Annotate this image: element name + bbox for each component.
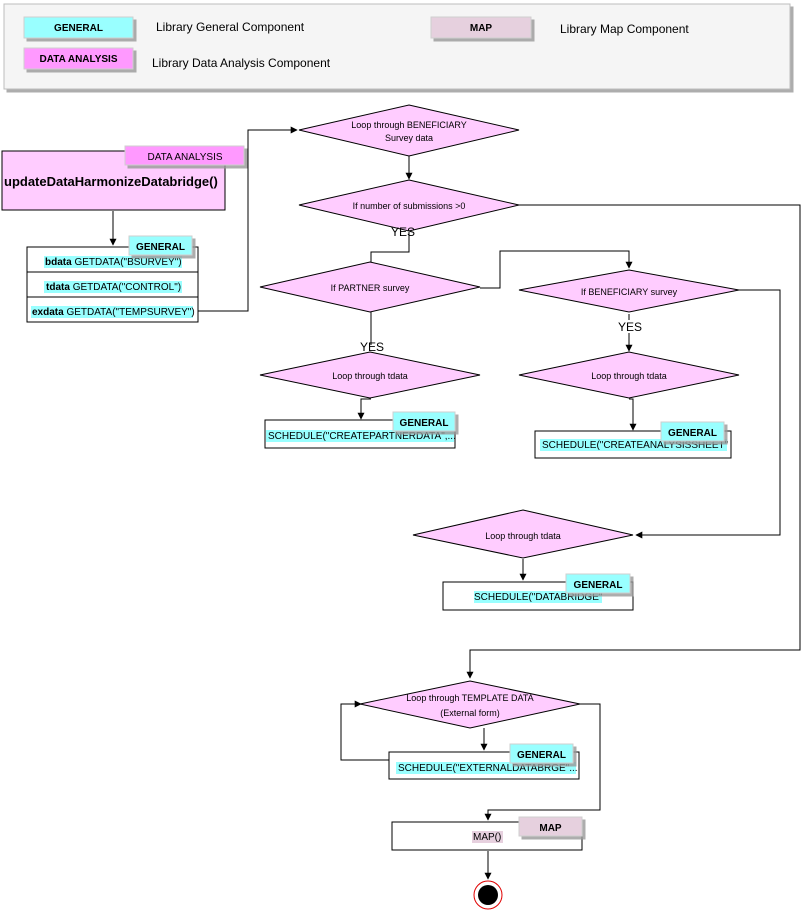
schedule-databridge-general-tag bbox=[565, 573, 631, 594]
function-data-analysis-tag-label: DATA ANALYSIS bbox=[147, 152, 222, 163]
legend-map-desc: Library Map Component bbox=[560, 22, 689, 36]
schedule-partner: SCHEDULE("CREATEPARTNERDATA",... GENERAL bbox=[264, 411, 456, 449]
schedule-partner-highlight bbox=[266, 430, 454, 442]
legend-general-tag-label: GENERAL bbox=[54, 23, 103, 34]
map-call-highlight bbox=[472, 831, 503, 843]
schedule-databridge-general-tag-label: GENERAL bbox=[574, 580, 623, 591]
legend-general-tag bbox=[23, 16, 134, 39]
schedule-analysis-general-tag-label: GENERAL bbox=[668, 428, 717, 439]
arrow-to-loop-template bbox=[466, 204, 801, 679]
getdata-block: bdata GETDATA("BSURVEY") tdata GETDATA("… bbox=[26, 235, 199, 323]
schedule-analysis-highlight bbox=[540, 439, 727, 451]
schedule-partner-call: SCHEDULE("CREATEPARTNERDATA",... bbox=[268, 431, 456, 442]
getdata-row-2-highlight bbox=[44, 281, 182, 293]
getdata-general-tag bbox=[128, 235, 193, 256]
arrow-to-schedule-analysis bbox=[629, 398, 637, 431]
decision-loop-beneficiary-l1: Loop through BENEFICIARY bbox=[351, 120, 466, 130]
schedule-partner-general-tag bbox=[392, 411, 456, 432]
arrow-to-loop-tdata-mid bbox=[635, 289, 781, 539]
decision-if-partner bbox=[259, 261, 481, 313]
schedule-analysis: SCHEDULE("CREATEANALYSISSHEET" GENERAL bbox=[534, 421, 732, 459]
map-block: MAP() MAP bbox=[391, 816, 583, 851]
schedule-partner-general-tag-label: GENERAL bbox=[400, 418, 449, 429]
getdata-general-tag-label: GENERAL bbox=[136, 242, 185, 253]
end-node-inner bbox=[478, 885, 498, 905]
decision-if-partner-label: If PARTNER survey bbox=[331, 283, 410, 293]
yes-label-1: YES bbox=[391, 225, 415, 239]
map-call: MAP() bbox=[473, 832, 501, 843]
decision-if-submissions-label: If number of submissions >0 bbox=[353, 201, 466, 211]
arrow-to-map bbox=[484, 703, 601, 821]
legend-data-analysis-tag bbox=[23, 47, 134, 70]
schedule-external-highlight bbox=[396, 762, 576, 774]
map-tag bbox=[518, 816, 583, 837]
decision-if-beneficiary-label: If BENEFICIARY survey bbox=[581, 287, 678, 297]
decision-loop-tdata-left bbox=[259, 351, 481, 399]
schedule-databridge: SCHEDULE("DATABRIDGE" GENERAL bbox=[442, 573, 634, 611]
decision-loop-tdata-right-label: Loop through tdata bbox=[591, 371, 667, 381]
arrow-getdata-to-loop bbox=[198, 126, 298, 312]
legend: GENERAL Library General Component MAP Li… bbox=[3, 3, 791, 90]
legend-data-analysis-desc: Library Data Analysis Component bbox=[152, 56, 331, 70]
schedule-analysis-call: SCHEDULE("CREATEANALYSISSHEET" bbox=[542, 440, 729, 451]
decision-loop-tdata-mid-label: Loop through tdata bbox=[485, 531, 561, 541]
decision-loop-template bbox=[359, 680, 581, 729]
schedule-external: SCHEDULE("EXTERNALDATABRGE"... GENERAL bbox=[388, 743, 580, 780]
schedule-external-general-tag bbox=[509, 743, 574, 764]
map-tag-label: MAP bbox=[539, 823, 562, 834]
function-name: updateDataHarmonizeDatabridge() bbox=[4, 174, 218, 189]
function-data-analysis-tag bbox=[124, 145, 245, 166]
schedule-analysis-general-tag bbox=[660, 421, 725, 442]
getdata-row-2: tdata GETDATA("CONTROL") bbox=[46, 282, 181, 293]
getdata-row-1: bdata GETDATA("BSURVEY") bbox=[45, 257, 182, 268]
getdata-row-1-highlight bbox=[44, 256, 182, 268]
end-node bbox=[473, 880, 503, 910]
decision-loop-tdata-right bbox=[518, 351, 740, 399]
arrow-to-if-beneficiary bbox=[480, 250, 633, 289]
decision-loop-beneficiary-l2: Survey data bbox=[385, 133, 433, 143]
decision-if-beneficiary bbox=[518, 269, 740, 313]
yes-label-3: YES bbox=[618, 320, 642, 334]
decision-loop-tdata-left-label: Loop through tdata bbox=[332, 371, 408, 381]
legend-map-tag bbox=[430, 16, 532, 39]
schedule-databridge-call: SCHEDULE("DATABRIDGE" bbox=[474, 592, 603, 603]
legend-general-desc: Library General Component bbox=[156, 20, 305, 34]
legend-map-tag-label: MAP bbox=[470, 23, 493, 34]
decision-loop-template-l1: Loop through TEMPLATE DATA bbox=[406, 693, 533, 703]
schedule-databridge-highlight bbox=[474, 591, 602, 603]
line-yes-branch bbox=[370, 232, 410, 262]
getdata-row-3-highlight bbox=[31, 306, 193, 318]
decision-loop-tdata-mid bbox=[412, 509, 634, 559]
decision-if-submissions bbox=[298, 179, 520, 232]
legend-panel bbox=[3, 3, 791, 90]
arrow-external-loop-back bbox=[340, 700, 389, 761]
schedule-external-general-tag-label: GENERAL bbox=[517, 750, 566, 761]
connectors bbox=[109, 126, 801, 880]
decision-loop-template-l2: (External form) bbox=[440, 708, 500, 718]
decision-loop-beneficiary bbox=[298, 104, 520, 157]
decisions: Loop through BENEFICIARY Survey data If … bbox=[259, 104, 740, 729]
schedule-external-call: SCHEDULE("EXTERNALDATABRGE"... bbox=[398, 763, 578, 774]
yes-label-2: YES bbox=[360, 340, 384, 354]
getdata-row-3: exdata GETDATA("TEMPSURVEY") bbox=[32, 307, 195, 318]
legend-data-analysis-tag-label: DATA ANALYSIS bbox=[40, 54, 118, 65]
function-block: updateDataHarmonizeDatabridge() DATA ANA… bbox=[1, 145, 245, 211]
arrow-to-schedule-partner bbox=[357, 398, 371, 420]
